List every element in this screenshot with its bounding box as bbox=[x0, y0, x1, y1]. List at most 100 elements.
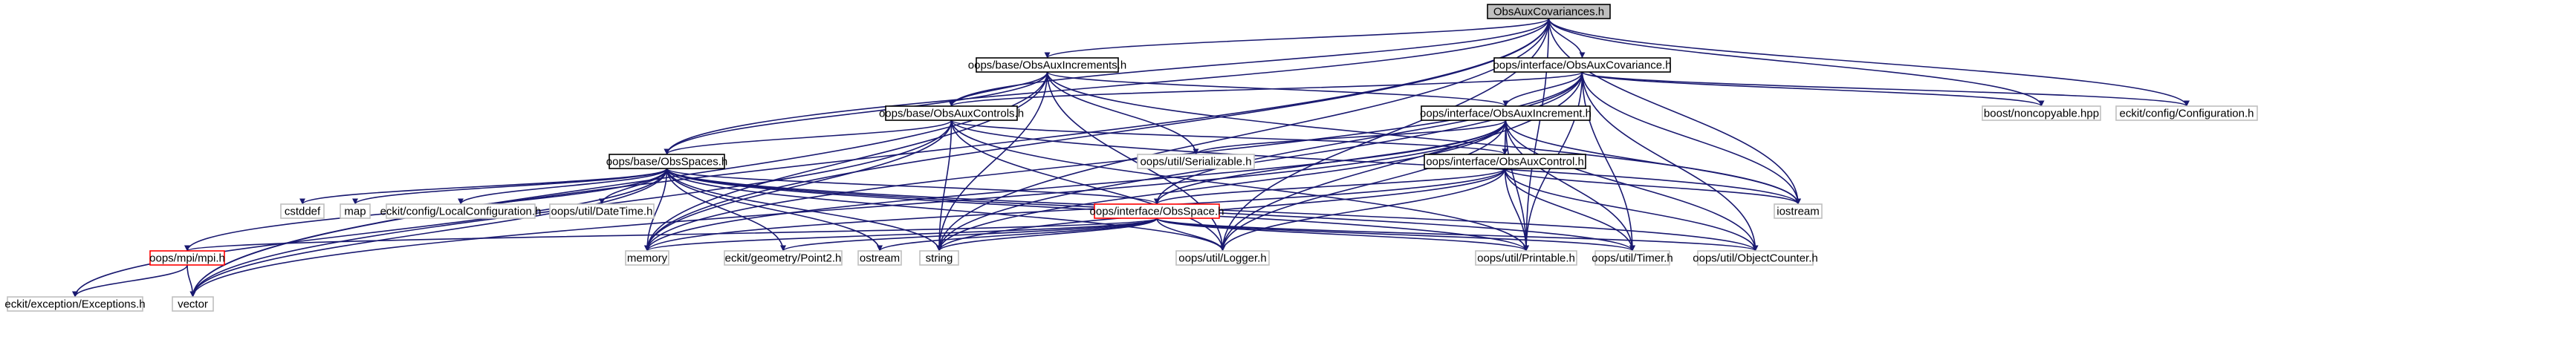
edge-iincr-to-iostream bbox=[1505, 120, 1801, 205]
node-box-string bbox=[919, 250, 959, 266]
edge-ctrls-to-memory bbox=[644, 120, 953, 252]
node-datetime: oops/util/DateTime.h bbox=[549, 203, 655, 219]
edge-spaces-to-ostream bbox=[666, 168, 883, 252]
node-label-cstddef: cstddef bbox=[285, 205, 321, 217]
node-box-root bbox=[1487, 4, 1611, 19]
edge-ictrl-to-iostream bbox=[1504, 168, 1801, 205]
node-box-incr bbox=[976, 57, 1119, 73]
node-string: string bbox=[919, 250, 959, 266]
node-ispace[interactable]: oops/interface/ObsSpace.h bbox=[1090, 203, 1224, 219]
edge-spaces-to-map bbox=[352, 168, 668, 205]
node-timer: oops/util/Timer.h bbox=[1592, 250, 1673, 266]
edge-icov-to-ctrls bbox=[948, 71, 1583, 107]
node-box-icov bbox=[1493, 57, 1671, 73]
node-icov[interactable]: oops/interface/ObsAuxCovariance.h bbox=[1493, 57, 1672, 73]
edge-ispace-to-point2 bbox=[780, 217, 1158, 252]
edge-ispace-to-objcount bbox=[1156, 217, 1759, 252]
edges bbox=[72, 18, 2190, 298]
node-label-printable: oops/util/Printable.h bbox=[1477, 252, 1575, 264]
edge-incr-to-logger bbox=[1046, 71, 1226, 252]
edge-ictrl-to-memory bbox=[644, 168, 1506, 252]
node-box-mpi bbox=[149, 250, 225, 266]
node-label-exceptions: eckit/exception/Exceptions.h bbox=[4, 298, 145, 310]
node-box-ispace bbox=[1094, 203, 1220, 219]
edge-ctrls-to-string bbox=[936, 120, 953, 252]
node-incr[interactable]: oops/base/ObsAuxIncrements.h bbox=[968, 57, 1126, 73]
edge-mpi-to-exceptions bbox=[72, 264, 188, 298]
edge-ispace-to-printable bbox=[1156, 217, 1529, 252]
node-mpi[interactable]: oops/mpi/mpi.h bbox=[149, 250, 225, 266]
node-label-ictrl: oops/interface/ObsAuxControl.h bbox=[1426, 155, 1584, 168]
edge-iincr-to-memory bbox=[644, 120, 1507, 252]
node-ctrls[interactable]: oops/base/ObsAuxControls.h bbox=[879, 105, 1024, 121]
node-label-map: map bbox=[344, 205, 366, 217]
edge-ctrls-to-logger bbox=[950, 120, 1226, 252]
edge-ictrl-to-string bbox=[936, 168, 1506, 252]
node-label-iincr: oops/interface/ObsAuxIncrement.h bbox=[1420, 107, 1592, 120]
edge-spaces-to-logger bbox=[666, 168, 1226, 252]
node-label-string: string bbox=[926, 252, 953, 264]
node-label-timer: oops/util/Timer.h bbox=[1592, 252, 1673, 264]
node-label-spaces: oops/base/ObsSpaces.h bbox=[606, 155, 727, 168]
edge-icov-to-string bbox=[936, 71, 1583, 252]
node-serial: oops/util/Serializable.h bbox=[1137, 154, 1255, 169]
edge-spaces-to-exceptions bbox=[72, 168, 668, 298]
node-ictrl[interactable]: oops/interface/ObsAuxControl.h bbox=[1424, 154, 1586, 169]
node-box-localconf bbox=[386, 203, 536, 219]
edge-ctrls-to-ictrl bbox=[950, 120, 1508, 155]
edge-ispace-to-ostream bbox=[877, 217, 1158, 252]
edge-ispace-to-timer bbox=[1156, 217, 1635, 252]
node-label-root: ObsAuxCovariances.h bbox=[1493, 5, 1604, 18]
edge-icov-to-noncopy bbox=[1581, 71, 2045, 107]
edge-icov-to-conf bbox=[1581, 71, 2190, 107]
node-box-serial bbox=[1137, 154, 1255, 169]
nodes: ObsAuxCovariances.h oops/base/ObsAuxIncre… bbox=[4, 4, 2258, 312]
node-box-logger bbox=[1175, 250, 1270, 266]
edge-spaces-to-memory bbox=[644, 168, 668, 252]
node-memory: memory bbox=[625, 250, 669, 266]
node-label-icov: oops/interface/ObsAuxCovariance.h bbox=[1493, 59, 1671, 71]
node-box-objcount bbox=[1697, 250, 1814, 266]
node-label-incr: oops/base/ObsAuxIncrements.h bbox=[968, 59, 1126, 71]
edge-icov-to-iostream bbox=[1581, 71, 1801, 205]
edge-root-to-incr bbox=[1044, 18, 1550, 59]
edge-root-to-icov bbox=[1548, 18, 1586, 59]
edge-root-to-spaces bbox=[664, 18, 1550, 155]
node-box-vector bbox=[172, 296, 214, 312]
node-label-ispace: oops/interface/ObsSpace.h bbox=[1090, 205, 1224, 217]
node-box-timer bbox=[1594, 250, 1670, 266]
node-box-ictrl bbox=[1424, 154, 1586, 169]
edge-ctrls-to-iostream bbox=[950, 120, 1801, 205]
node-exceptions: eckit/exception/Exceptions.h bbox=[4, 296, 146, 312]
edge-root-to-noncopy bbox=[1548, 18, 2045, 107]
node-iostream: iostream bbox=[1774, 203, 1823, 219]
node-box-printable bbox=[1475, 250, 1577, 266]
node-label-logger: oops/util/Logger.h bbox=[1178, 252, 1266, 264]
edge-spaces-to-vector bbox=[189, 168, 668, 298]
edge-ispace-to-mpi bbox=[184, 217, 1158, 252]
node-localconf: eckit/config/LocalConfiguration.h bbox=[380, 203, 542, 219]
edge-ispace-to-string bbox=[936, 217, 1158, 252]
node-label-iostream: iostream bbox=[1777, 205, 1820, 217]
edge-iincr-to-serial bbox=[1193, 120, 1507, 155]
edge-spaces-to-point2 bbox=[666, 168, 786, 252]
node-iincr[interactable]: oops/interface/ObsAuxIncrement.h bbox=[1420, 105, 1592, 121]
edge-icov-to-iincr bbox=[1502, 71, 1583, 107]
edge-ispace-to-logger bbox=[1156, 217, 1226, 252]
node-root[interactable]: ObsAuxCovariances.h bbox=[1487, 4, 1611, 19]
node-box-cstddef bbox=[280, 203, 325, 219]
edge-incr-to-spaces bbox=[664, 71, 1048, 155]
edge-spaces-to-localconf bbox=[458, 168, 668, 205]
node-spaces[interactable]: oops/base/ObsSpaces.h bbox=[606, 154, 727, 169]
edge-ictrl-to-timer bbox=[1504, 168, 1635, 252]
node-conf: eckit/config/Configuration.h bbox=[2115, 105, 2258, 121]
edge-root-to-string bbox=[936, 18, 1550, 252]
node-label-ctrls: oops/base/ObsAuxControls.h bbox=[879, 107, 1024, 120]
edge-ictrl-to-logger bbox=[1219, 168, 1506, 252]
edge-root-to-printable bbox=[1523, 18, 1550, 252]
edge-icov-to-memory bbox=[644, 71, 1583, 252]
node-label-localconf: eckit/config/LocalConfiguration.h bbox=[380, 205, 542, 217]
node-noncopy: boost/noncopyable.hpp bbox=[1982, 105, 2101, 121]
edge-iincr-to-objcount bbox=[1505, 120, 1759, 252]
node-label-vector: vector bbox=[178, 298, 208, 310]
